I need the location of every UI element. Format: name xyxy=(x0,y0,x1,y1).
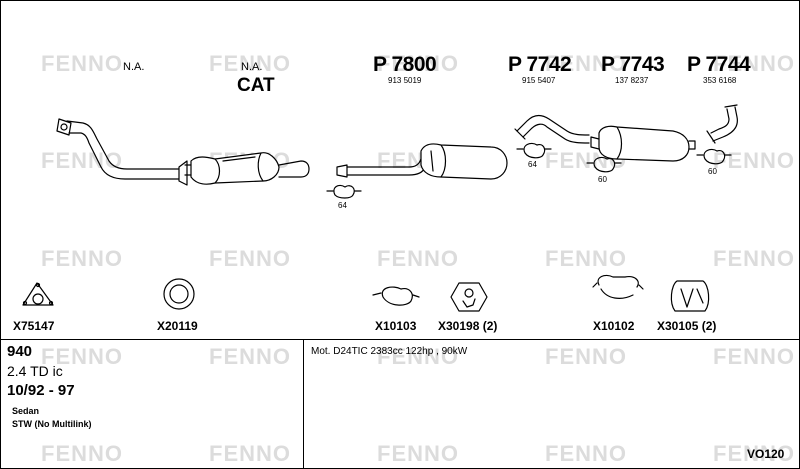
watermark: FENNO xyxy=(209,441,291,466)
clamp-quantity: 60 xyxy=(708,167,717,176)
watermark: FENNO xyxy=(41,441,123,466)
part-number: P 7744 xyxy=(687,53,751,76)
part-reference: 915 5407 xyxy=(522,76,556,85)
watermark: FENNO xyxy=(545,441,627,466)
accessory-code: X75147 xyxy=(13,319,55,333)
clamp-quantity: 60 xyxy=(598,175,607,184)
watermark: FENNO xyxy=(713,344,795,369)
accessory-code: X10102 xyxy=(593,319,635,333)
vehicle-model: 940 xyxy=(7,343,33,360)
part-number: P 7743 xyxy=(601,53,665,76)
na-label: N.A. xyxy=(241,61,263,73)
watermark: FENNO xyxy=(377,441,459,466)
na-label: N.A. xyxy=(123,61,145,73)
accessory-code: X30105 (2) xyxy=(657,319,717,333)
info-divider xyxy=(1,339,799,340)
production-years: 10/92 - 97 xyxy=(7,382,75,399)
body-type: STW (No Multilink) xyxy=(12,419,92,429)
part-number: P 7800 xyxy=(373,53,437,76)
exhaust-drawing xyxy=(22,104,738,312)
part-number: P 7742 xyxy=(508,53,572,76)
middle-silencer-drawing xyxy=(336,143,508,180)
clamp-quantity: 64 xyxy=(338,201,347,210)
body-type: Sedan xyxy=(12,406,40,416)
tail-pipe-drawing xyxy=(706,104,738,144)
accessory-code: X30198 (2) xyxy=(438,319,498,333)
intermediate-pipe-drawing xyxy=(514,114,590,144)
watermark: FENNO xyxy=(209,344,291,369)
info-column-divider xyxy=(303,339,304,468)
accessory-code: X10103 xyxy=(375,319,417,333)
catalyst-drawing xyxy=(184,152,310,185)
engine-spec: 2.4 TD ic xyxy=(7,363,63,379)
accessory-code: X20119 xyxy=(157,319,198,333)
part-reference: 137 8237 xyxy=(615,76,649,85)
watermark: FENNO xyxy=(545,344,627,369)
part-reference: 353 6168 xyxy=(703,76,737,85)
part-reference: 913 5019 xyxy=(388,76,422,85)
front-pipe-drawing xyxy=(56,118,188,186)
clamp-quantity: 64 xyxy=(528,160,537,169)
clamp-drawings xyxy=(326,142,732,199)
catalog-code: VO120 xyxy=(747,447,785,461)
cat-label: CAT xyxy=(237,75,275,96)
accessory-drawings xyxy=(22,274,710,312)
engine-details: Mot. D24TIC 2383cc 122hp , 90kW xyxy=(311,346,468,357)
rear-silencer-drawing xyxy=(590,125,696,162)
